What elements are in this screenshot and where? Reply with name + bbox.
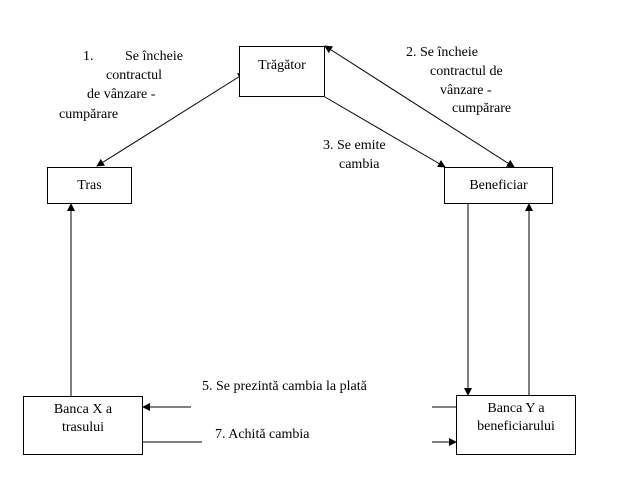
label-step5: 5. Se prezintă cambia la plată [202, 378, 367, 396]
node-banca-x-line-2: trasului [62, 420, 104, 435]
label-step1-number: 1. [83, 49, 94, 64]
label-step7: 7. Achită cambia [215, 426, 309, 444]
node-banca-y: Banca Y a beneficiarului [456, 395, 576, 455]
node-banca-x-line-1: Banca X a [53, 402, 113, 417]
label-step2-line-1: 2. Se încheie [406, 45, 478, 60]
node-banca-x: Banca X a trasului [23, 396, 143, 455]
node-banca-y-line-1: Banca Y a [487, 401, 545, 416]
arrow-tragator-beneficiar-contract [324, 45, 515, 168]
label-step1-line-4: cumpărare [59, 107, 119, 122]
node-tras: Tras [47, 167, 132, 204]
label-step2-line-2: contractul de [430, 64, 503, 79]
label-step5-text: 5. Se prezintă cambia la plată [202, 379, 367, 394]
label-step1-line-1: Se încheie [125, 49, 183, 64]
label-step1-line-3: de vânzare - [87, 87, 156, 102]
label-step7-text: 7. Achită cambia [215, 427, 310, 442]
label-step3-line-2: cambia [339, 157, 380, 172]
node-beneficiar: Beneficiar [444, 167, 553, 204]
label-step2-line-3: vânzare - [440, 83, 492, 98]
node-banca-y-line-2: beneficiarului [477, 419, 555, 434]
node-beneficiar-label: Beneficiar [469, 177, 528, 193]
node-tras-label: Tras [77, 177, 102, 193]
label-step1-line-2: contractul [106, 68, 162, 83]
label-step2-line-4: cumpărare [452, 101, 512, 116]
label-step3-line-1: 3. Se emite [323, 138, 386, 153]
arrow-tras-tragator [96, 72, 246, 167]
node-tragator-label: Trăgător [258, 58, 306, 73]
arrow-tragator-beneficiar-cambia [324, 96, 446, 168]
node-tragator: Trăgător [239, 46, 325, 97]
